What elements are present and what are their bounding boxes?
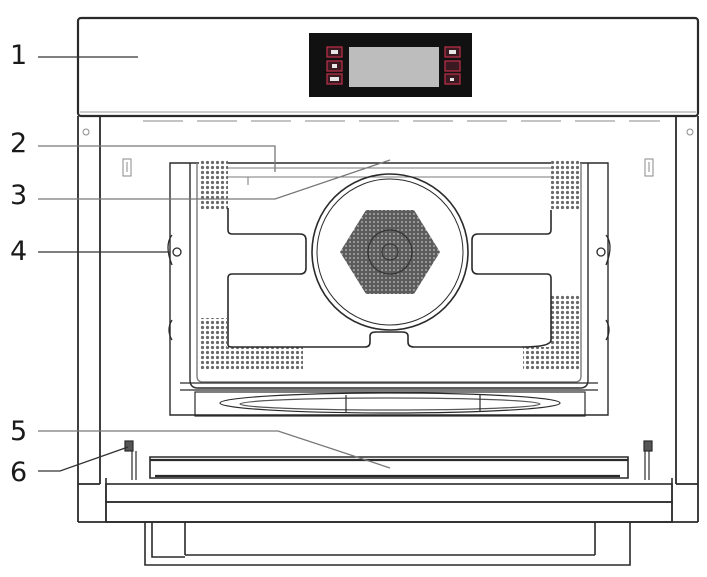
vent-bottom-left	[199, 318, 227, 370]
callout-5: 5	[10, 416, 28, 447]
vent-top-left	[199, 160, 228, 210]
door	[105, 456, 673, 566]
fan-hexagon	[340, 210, 440, 294]
callout-6: 6	[10, 457, 28, 488]
callout-lines	[38, 56, 391, 472]
control-panel	[309, 33, 472, 97]
vent-bottom-left-2	[227, 347, 303, 370]
vent-bottom-right-2	[523, 347, 551, 370]
callout-4: 4	[10, 236, 28, 267]
callout-3: 3	[10, 180, 28, 211]
top-fascia	[76, 16, 700, 118]
vent-top-right	[551, 160, 580, 210]
vent-bottom-right	[551, 294, 580, 370]
callout-2: 2	[10, 128, 28, 159]
hinges	[124, 440, 653, 480]
callout-1: 1	[10, 40, 28, 71]
convection-fan	[311, 173, 469, 331]
display-screen	[349, 47, 439, 87]
